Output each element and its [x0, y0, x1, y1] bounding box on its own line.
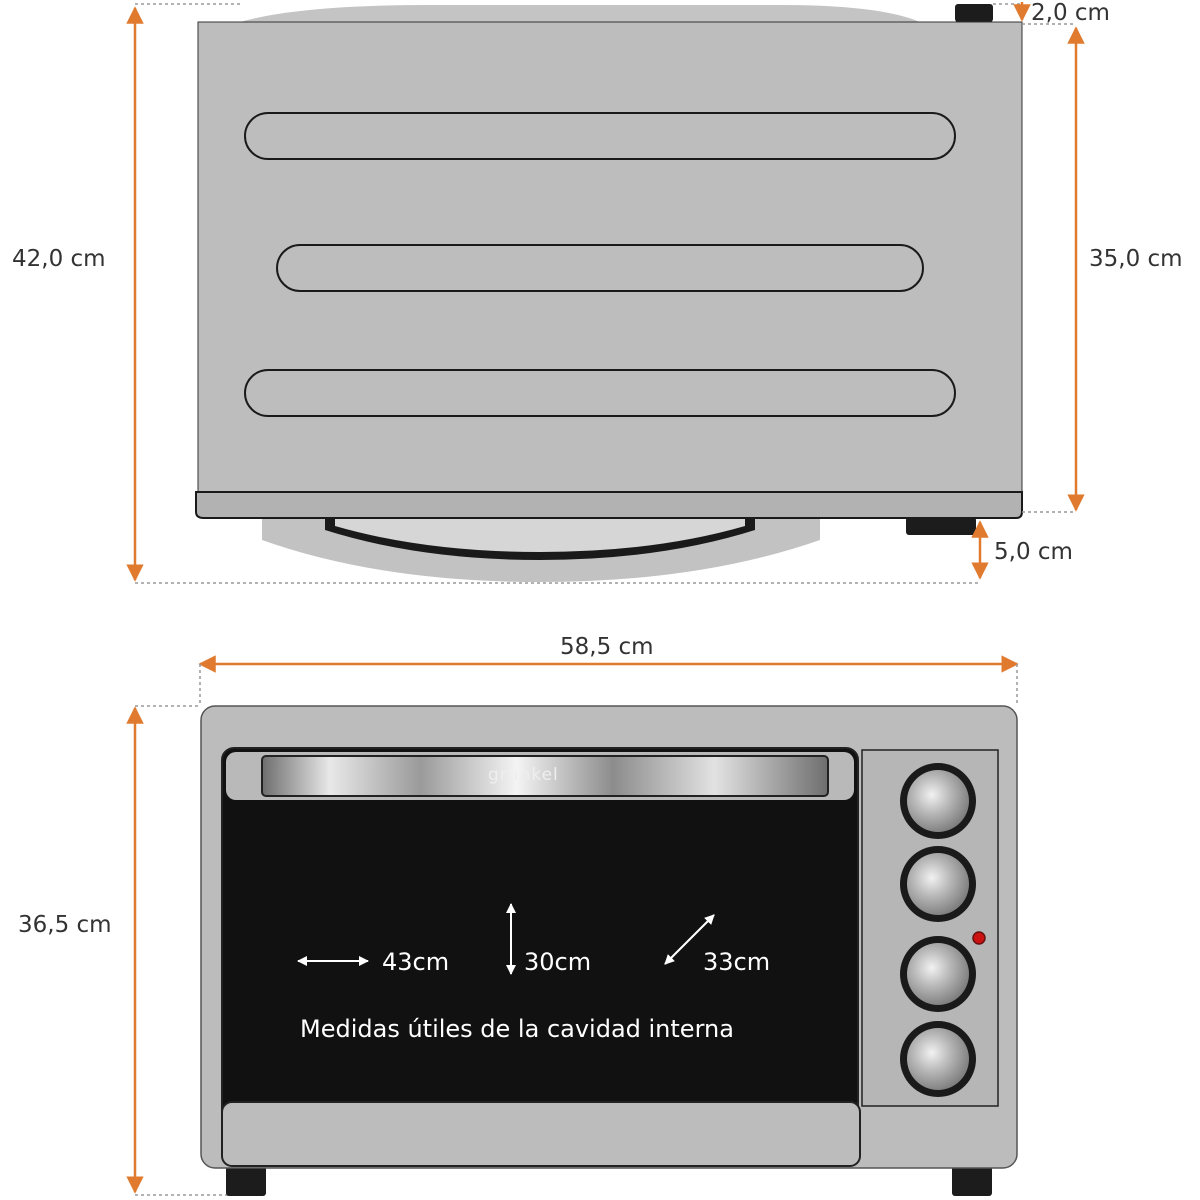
door-bottom-frame — [221, 1101, 861, 1167]
front-foot-left — [226, 1166, 266, 1196]
indicator-light — [972, 931, 986, 945]
top-view — [126, 2, 1085, 584]
label-depth-body: 35,0 cm — [1089, 246, 1183, 272]
knob-4 — [900, 1021, 976, 1097]
top-back-rim — [240, 5, 920, 22]
door-handle — [261, 755, 829, 797]
front-view — [126, 655, 1019, 1196]
cavity-caption: Medidas útiles de la cavidad interna — [300, 1015, 734, 1043]
top-knob-front — [906, 517, 976, 535]
top-vent-1 — [244, 112, 956, 160]
brand-logo: grunkel — [488, 765, 559, 785]
top-vent-2 — [276, 244, 924, 292]
knob-1 — [900, 763, 976, 839]
cavity-height-label: 30cm — [524, 948, 592, 976]
front-foot-right — [952, 1166, 992, 1196]
knob-3 — [900, 936, 976, 1012]
top-handle-inner — [335, 518, 745, 552]
top-knob-back — [955, 4, 993, 22]
label-knob-depth: 2,0 cm — [1031, 0, 1110, 26]
cavity-depth-arrow — [664, 914, 715, 965]
cavity-depth-label: 33cm — [703, 948, 771, 976]
top-front-lip — [195, 491, 1023, 519]
top-vent-3 — [244, 369, 956, 417]
label-handle-depth: 5,0 cm — [994, 539, 1073, 565]
label-depth-total: 42,0 cm — [12, 246, 106, 272]
label-height: 36,5 cm — [18, 912, 112, 938]
label-width: 58,5 cm — [560, 634, 654, 660]
cavity-width-label: 43cm — [382, 948, 450, 976]
knob-2 — [900, 846, 976, 922]
